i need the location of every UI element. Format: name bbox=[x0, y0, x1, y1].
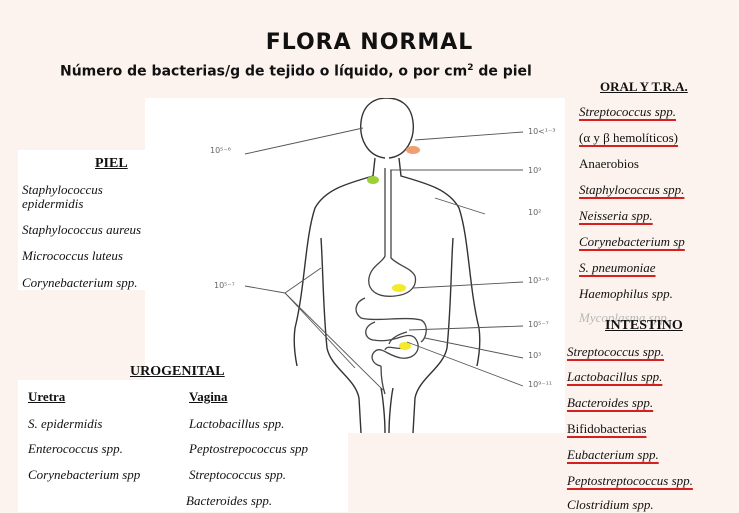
vagina-item: Bacteroides spp. bbox=[186, 493, 272, 509]
label-mouth: 10<¹⁻³ bbox=[528, 127, 556, 136]
piel-item: Staphylococcus aureus bbox=[22, 222, 141, 238]
page-title: FLORA NORMAL bbox=[0, 30, 739, 55]
body-diagram bbox=[145, 98, 565, 433]
oral-item: Neisseria spp. bbox=[579, 208, 653, 224]
uretra-item: Corynebacterium spp bbox=[28, 467, 140, 483]
uretra-item: S. epidermidis bbox=[28, 416, 102, 432]
vagina-heading: Vagina bbox=[189, 389, 228, 405]
intestino-item: Streptococcus spp. bbox=[567, 344, 664, 360]
oral-item: Anaerobios bbox=[579, 156, 639, 172]
label-small-intestine: 10⁵⁻⁷ bbox=[528, 320, 549, 329]
label-skin-torso: 10⁵⁻⁷ bbox=[214, 281, 235, 290]
oral-item: S. pneumoniae bbox=[579, 260, 656, 276]
label-throat: 10⁹ bbox=[528, 166, 541, 175]
piel-heading: PIEL bbox=[95, 156, 128, 172]
intestino-item: Lactobacillus spp. bbox=[567, 369, 662, 385]
oral-item: (α y β hemolíticos) bbox=[579, 130, 678, 146]
label-ileum: 10³ bbox=[528, 351, 541, 360]
vagina-item: Streptococcus spp. bbox=[189, 467, 286, 483]
urogenital-heading: UROGENITAL bbox=[130, 364, 225, 380]
uretra-heading: Uretra bbox=[28, 389, 65, 405]
piel-item: Micrococcus luteus bbox=[22, 248, 123, 264]
intestino-item: Bacteroides spp. bbox=[567, 395, 653, 411]
oral-item: Corynebacterium sp bbox=[579, 234, 685, 250]
oral-item: Haemophilus spp. bbox=[579, 286, 673, 302]
label-stomach: 10³⁻⁶ bbox=[528, 276, 549, 285]
vagina-item: Peptostrepococcus spp bbox=[189, 441, 308, 457]
throat-marker bbox=[367, 176, 379, 184]
intestino-item: Clostridium spp. bbox=[567, 497, 654, 513]
label-trachea: 10² bbox=[528, 208, 541, 217]
intestino-item: Peptostreptococcus spp. bbox=[567, 473, 693, 489]
stomach-marker bbox=[392, 284, 406, 292]
piel-item: Corynebacterium spp. bbox=[22, 275, 138, 291]
mouth-marker bbox=[406, 146, 420, 154]
intestino-item: Bifidobacterias bbox=[567, 421, 646, 437]
oral-item: Staphylococcus spp. bbox=[579, 182, 684, 198]
oral-item: Streptococcus spp. bbox=[579, 104, 676, 120]
intestino-item: Eubacterium spp. bbox=[567, 447, 659, 463]
oral-heading: ORAL Y T.R.A. bbox=[600, 79, 688, 95]
page-subtitle: Número de bacterias/g de tejido o líquid… bbox=[60, 63, 532, 80]
uretra-item: Enterococcus spp. bbox=[28, 441, 123, 457]
piel-item: epidermidis bbox=[22, 196, 83, 212]
label-colon: 10⁹⁻¹¹ bbox=[528, 380, 552, 389]
vagina-item: Lactobacillus spp. bbox=[189, 416, 284, 432]
intestino-heading: INTESTINO bbox=[605, 318, 683, 334]
label-skin-head: 10⁵⁻⁶ bbox=[210, 146, 231, 155]
